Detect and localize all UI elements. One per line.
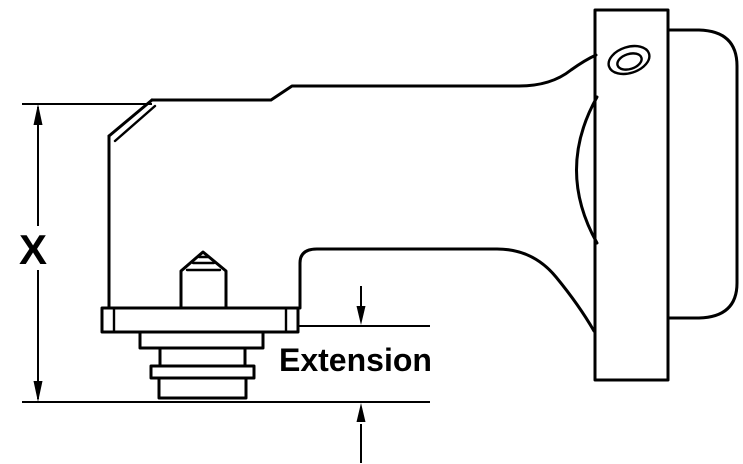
mounting-flange — [593, 8, 670, 382]
end-cap-outline — [666, 28, 739, 320]
extension-arrowhead-down-icon — [356, 306, 366, 325]
body-chamfer-inner-edge — [113, 104, 157, 143]
extension-arrowhead-up-icon — [356, 403, 366, 422]
part-outline — [100, 8, 739, 400]
base-plate — [100, 306, 300, 334]
body-top-contour — [150, 53, 598, 102]
extension-collar — [149, 364, 256, 380]
bolt-hole-inner — [616, 52, 643, 71]
flange-fillet-arc — [575, 95, 599, 245]
dimension-extension: Extension — [279, 286, 432, 463]
x-dimension-label: X — [19, 226, 47, 273]
nozzle-tip — [179, 250, 228, 309]
body-right-and-barrel-bottom-contour — [298, 247, 596, 333]
extension-step-block — [138, 330, 265, 350]
x-arrowhead-up-icon — [33, 104, 43, 125]
body-chamfer — [107, 98, 154, 138]
dimension-x: X — [19, 103, 430, 403]
bolt-hole-outer — [607, 44, 651, 76]
x-arrowhead-down-icon — [33, 381, 43, 402]
extension-dimension-label: Extension — [279, 342, 432, 378]
extension-bottom-cap — [157, 376, 248, 400]
